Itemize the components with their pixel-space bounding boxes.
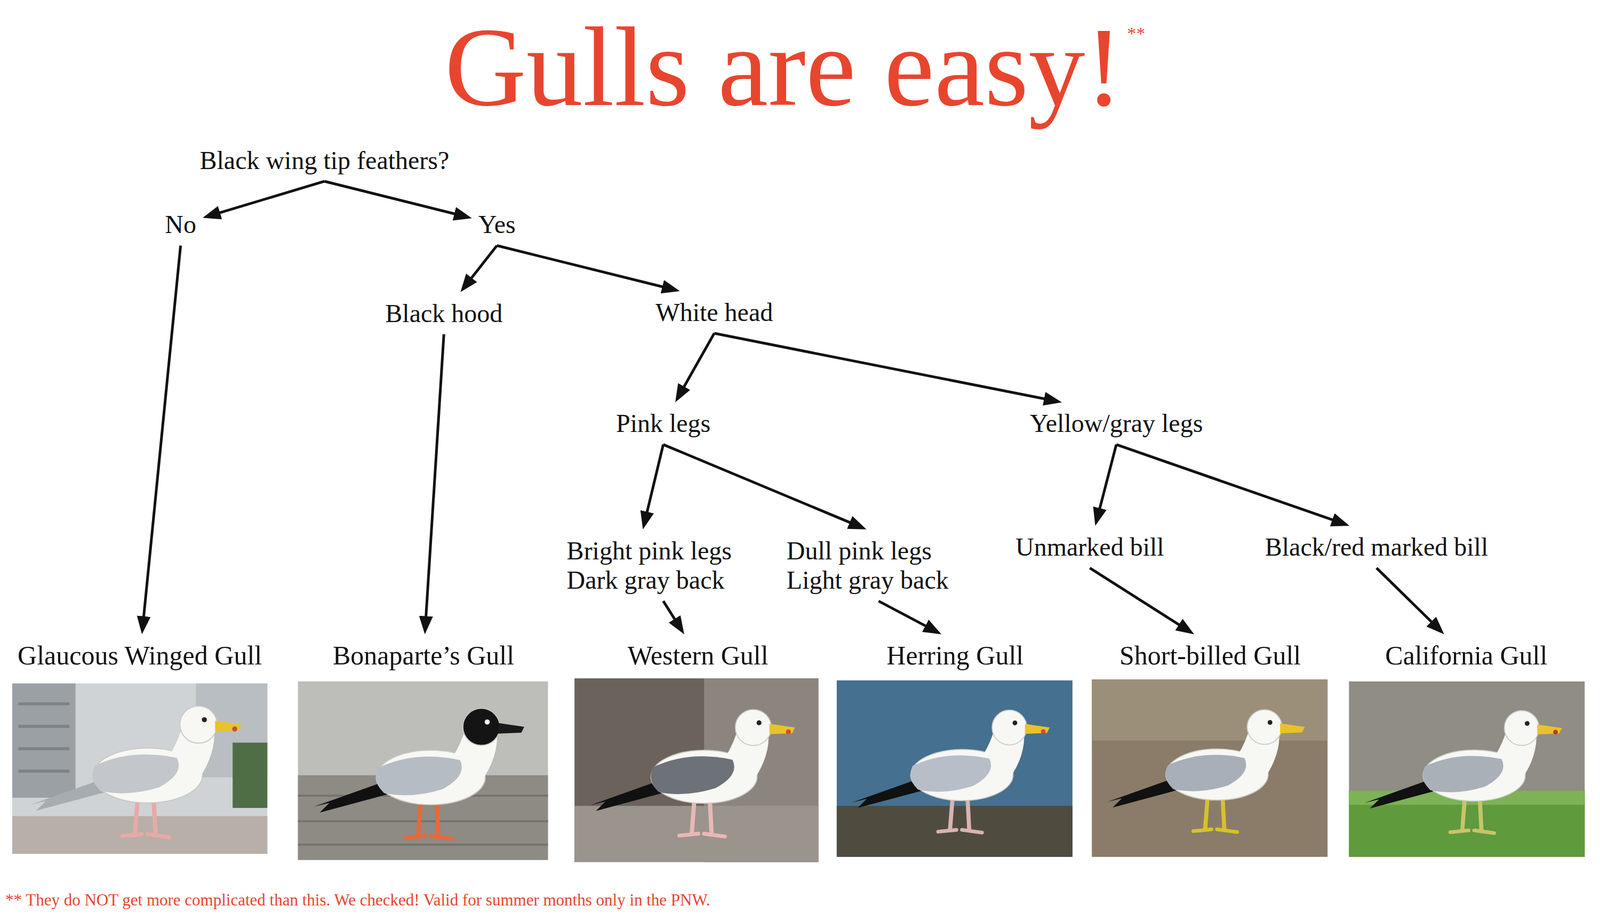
page-title: Gulls are easy! [444, 10, 1123, 124]
node-text: Bonaparte’s Gull [332, 640, 515, 672]
arrow-connector [208, 181, 325, 216]
node-text: No [164, 209, 197, 239]
node-text: Short-billed Gull [1119, 640, 1301, 672]
arrow-connector [464, 245, 498, 288]
arrow-connector [714, 333, 1056, 402]
building [12, 683, 76, 798]
node-text: Glaucous Winged Gull [17, 640, 262, 672]
decision-step: No [164, 209, 197, 239]
photo-ground [298, 681, 549, 861]
decision-step: Pink legs [616, 408, 711, 438]
decision-step: Black hood [385, 298, 503, 328]
arrow-connector [1376, 568, 1440, 630]
arrow-connector [878, 601, 936, 632]
photo-ground [12, 683, 268, 854]
herring-gull-figure [852, 710, 1050, 834]
arrow-connector [1097, 444, 1117, 520]
california-gull-figure [1364, 710, 1562, 834]
decision-step: Black/red marked bill [1265, 532, 1489, 562]
node-text: Yellow/gray legs [1029, 408, 1203, 438]
bonapartes-gull-figure [314, 708, 525, 839]
node-text: Western Gull [627, 640, 769, 672]
tree [232, 742, 268, 808]
node-text: California Gull [1385, 640, 1548, 672]
footnote: ** They do NOT get more complicated than… [5, 890, 711, 910]
bonaparte-photo [298, 681, 549, 861]
node-text: Unmarked bill [1015, 532, 1165, 562]
arrow-connector [324, 181, 466, 217]
decision-step: Dull pink legs Light gray back [786, 536, 971, 595]
footnote-mark: ** [1126, 24, 1146, 43]
building-windows [18, 704, 70, 772]
arrow-connector [663, 601, 682, 629]
decision-step: Yellow/gray legs [1029, 408, 1203, 438]
photo-ground [1348, 681, 1585, 858]
arrow-connector [497, 245, 674, 290]
node-text: White head [655, 297, 773, 327]
species-name: Herring Gull [886, 640, 1024, 672]
water [836, 680, 1073, 858]
glaucous-gull-figure [30, 706, 242, 838]
node-text: Black/red marked bill [1265, 532, 1489, 562]
western-gull-figure [590, 709, 796, 837]
arrow-connector [1089, 568, 1189, 631]
node-text: Dull pink legs Light gray back [786, 536, 971, 595]
short-billed-gull-figure [1107, 709, 1305, 833]
western-photo [574, 678, 819, 862]
species-name: Western Gull [627, 640, 769, 672]
arrow-connector [425, 334, 444, 629]
node-text: Bright pink legs Dark gray back [566, 536, 760, 595]
arrow-connector [663, 444, 861, 528]
arrow-connector [142, 245, 181, 629]
decision-step: Black wing tip feathers? [199, 145, 450, 175]
short-billed-photo [1091, 679, 1328, 858]
decision-step: Unmarked bill [1015, 532, 1165, 562]
sand [1091, 679, 1328, 858]
node-text: Herring Gull [886, 640, 1024, 672]
herring-photo [836, 680, 1073, 858]
species-name: Glaucous Winged Gull [17, 640, 262, 672]
arrow-connector [1116, 444, 1344, 524]
arrow-connector [678, 333, 715, 397]
species-name: Short-billed Gull [1119, 640, 1301, 672]
connectors [142, 181, 1440, 632]
decision-step: White head [655, 297, 773, 327]
node-text: Yes [478, 209, 516, 239]
decision-step: Yes [478, 209, 516, 239]
species-name: California Gull [1385, 640, 1548, 672]
node-text: Black hood [385, 298, 503, 328]
california-photo [1348, 681, 1585, 858]
photo-ground [574, 678, 819, 862]
glaucous-photo [12, 683, 268, 854]
decision-step: Bright pink legs Dark gray back [566, 536, 760, 595]
arrow-connector [644, 444, 663, 524]
node-text: Black wing tip feathers? [199, 145, 450, 175]
species-name: Bonaparte’s Gull [332, 640, 515, 672]
node-text: Pink legs [616, 408, 711, 438]
